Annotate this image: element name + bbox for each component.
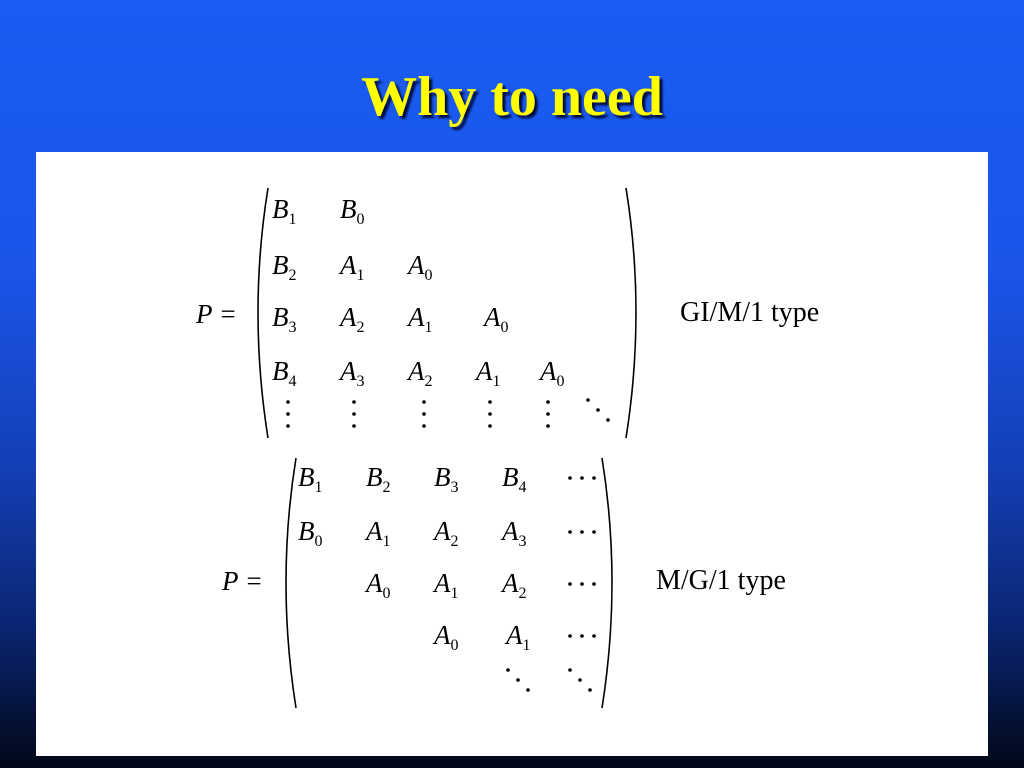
- content-panel: P = B1 B0 B2 A1 A0 B3 A2 A1 A0 B4 A3 A2 …: [36, 152, 988, 756]
- m1-entry: A0: [408, 250, 433, 284]
- m2-entry: A2: [434, 516, 459, 550]
- m2-entry: B2: [366, 462, 391, 496]
- m1-entry: A0: [484, 302, 509, 336]
- m2-entry: B4: [502, 462, 527, 496]
- m1-entry: A2: [408, 356, 433, 390]
- matrix1-lhs: P =: [196, 299, 237, 329]
- m2-entry: A2: [502, 568, 527, 602]
- matrix2-lhs: P =: [222, 566, 263, 596]
- m2-entry: A1: [434, 568, 459, 602]
- m1-entry: A2: [340, 302, 365, 336]
- m2-entry: A0: [434, 620, 459, 654]
- m1-entry: B1: [272, 194, 297, 228]
- m1-entry: B2: [272, 250, 297, 284]
- m2-entry: A3: [502, 516, 527, 550]
- m2-entry: A0: [366, 568, 391, 602]
- m1-entry: B0: [340, 194, 365, 228]
- m1-entry: A1: [476, 356, 501, 390]
- m1-entry: A0: [540, 356, 565, 390]
- m1-entry: B4: [272, 356, 297, 390]
- m1-entry: A1: [408, 302, 433, 336]
- m2-entry: B3: [434, 462, 459, 496]
- m1-entry: A3: [340, 356, 365, 390]
- m1-entry: A1: [340, 250, 365, 284]
- matrix1-parentheses: [257, 187, 637, 709]
- m2-entry: B1: [298, 462, 323, 496]
- slide-title: Why to need: [361, 66, 663, 128]
- matrix2-type-label: M/G/1 type: [656, 565, 786, 596]
- m1-entry: B3: [272, 302, 297, 336]
- m2-entry: B0: [298, 516, 323, 550]
- m2-entry: A1: [366, 516, 391, 550]
- m2-entry: A1: [506, 620, 531, 654]
- matrix1-type-label: GI/M/1 type: [680, 297, 820, 328]
- matrix2-ellipsis: [506, 476, 596, 692]
- matrix1-ellipsis: [286, 398, 610, 428]
